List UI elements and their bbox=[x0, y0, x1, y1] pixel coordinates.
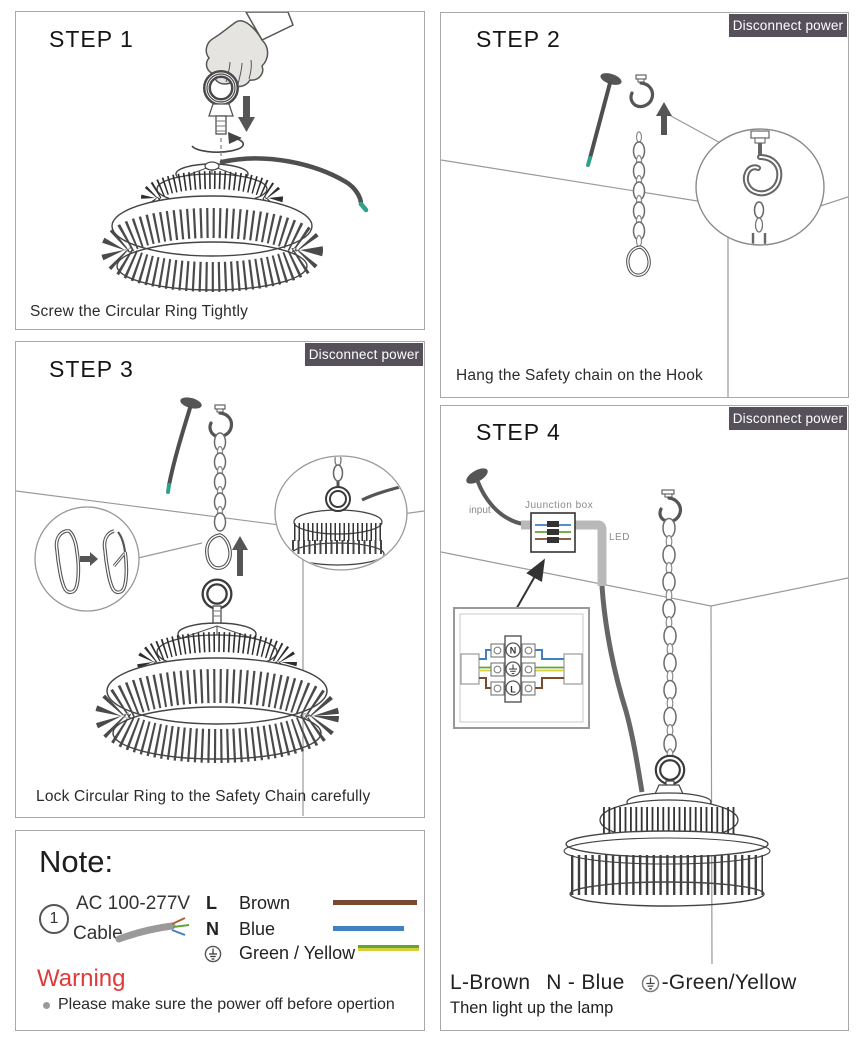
legend-name-greenyellow: Green / Yellow bbox=[239, 943, 356, 963]
step2-illustration bbox=[441, 73, 848, 397]
note-panel: Note: 1 AC 100-277V Cable L Brown N Blue… bbox=[15, 830, 425, 1031]
ceiling-lines bbox=[441, 115, 848, 397]
caption-n-blue: N - Blue bbox=[546, 971, 625, 994]
ceiling-cable bbox=[586, 73, 622, 167]
safety-chain bbox=[632, 131, 646, 248]
terminal-earth-icon bbox=[509, 664, 517, 675]
legend-symbol-L: L bbox=[206, 893, 217, 913]
warning-text: Please make sure the power off before op… bbox=[58, 996, 395, 1013]
greenyellow-wire-line bbox=[358, 945, 419, 951]
up-arrow-icon bbox=[232, 536, 248, 576]
step1-caption: Screw the Circular Ring Tightly bbox=[30, 303, 249, 320]
terminal-l-label: L bbox=[510, 685, 516, 695]
note-number-badge: 1 bbox=[39, 904, 69, 934]
step2-panel: STEP 2 Disconnect power bbox=[440, 12, 849, 398]
input-label: input bbox=[469, 505, 491, 516]
legend-name-brown: Brown bbox=[239, 893, 291, 913]
pointer-arrow-icon bbox=[513, 558, 545, 614]
brown-wire-line bbox=[333, 900, 417, 905]
voltage-label: AC 100-277V bbox=[76, 893, 191, 914]
disconnect-power-badge: Disconnect power bbox=[729, 407, 847, 430]
disconnect-power-badge: Disconnect power bbox=[305, 343, 423, 366]
step3-illustration bbox=[16, 397, 424, 816]
step3-panel: STEP 3 Disconnect power bbox=[15, 341, 425, 818]
caption-l-brown: L-Brown bbox=[450, 971, 531, 994]
step1-illustration bbox=[101, 12, 369, 292]
step4-caption-line2: Then light up the lamp bbox=[450, 999, 614, 1017]
step4-caption-line1: L-Brown N - Blue -Green/Yellow bbox=[450, 971, 797, 995]
safety-chain bbox=[213, 432, 227, 532]
highbay-lamp-top-view bbox=[101, 161, 323, 292]
step1-title: STEP 1 bbox=[49, 26, 134, 52]
note-heading: Note: bbox=[39, 844, 114, 879]
legend-name-blue: Blue bbox=[239, 919, 276, 939]
caption-green-yellow: -Green/Yellow bbox=[661, 971, 797, 994]
input-cable bbox=[466, 468, 525, 526]
note-number: 1 bbox=[49, 910, 59, 927]
legend-symbol-N: N bbox=[206, 919, 219, 939]
warning-row: Please make sure the power off before op… bbox=[43, 996, 395, 1014]
warning-title: Warning bbox=[37, 965, 126, 992]
hook-icon bbox=[208, 404, 234, 439]
terminal-n-label: N bbox=[510, 646, 517, 656]
bullet-icon bbox=[43, 1001, 50, 1009]
step2-title: STEP 2 bbox=[476, 26, 561, 52]
carabiner-icon bbox=[626, 245, 651, 277]
step4-title: STEP 4 bbox=[476, 419, 561, 445]
cable-label: Cable bbox=[73, 923, 123, 944]
down-arrow-icon bbox=[238, 96, 255, 132]
disconnect-power-badge: Disconnect power bbox=[729, 14, 847, 37]
highbay-lamp-with-ring bbox=[95, 578, 339, 763]
step4-panel: STEP 4 Disconnect power bbox=[440, 405, 849, 1031]
safety-chain bbox=[662, 517, 677, 762]
ceiling-cable bbox=[166, 397, 202, 494]
rotation-arrow-icon bbox=[191, 132, 245, 153]
cable-drawing bbox=[115, 917, 190, 943]
wiring-detail-inset: N L bbox=[453, 607, 590, 729]
carabiner-detail-circle bbox=[34, 506, 140, 612]
mains-wire bbox=[521, 520, 607, 586]
hook-icon bbox=[658, 489, 683, 524]
led-label: LED bbox=[609, 532, 630, 543]
hung-lamp-detail-circle bbox=[274, 455, 408, 571]
junction-box bbox=[530, 512, 576, 553]
magnifier-circle bbox=[695, 128, 825, 246]
hook-icon bbox=[629, 74, 655, 109]
earth-icon bbox=[641, 974, 660, 993]
step1-panel: STEP 1 bbox=[15, 11, 425, 330]
step2-caption: Hang the Safety chain on the Hook bbox=[456, 367, 704, 384]
right-arrow-icon bbox=[80, 552, 98, 566]
earth-icon bbox=[204, 945, 222, 963]
step3-caption: Lock Circular Ring to the Safety Chain c… bbox=[36, 788, 371, 805]
step3-title: STEP 3 bbox=[49, 356, 134, 382]
step4-illustration: input Juunction box LED bbox=[441, 468, 848, 965]
hung-highbay-lamp bbox=[563, 754, 771, 907]
blue-wire-line bbox=[333, 926, 404, 931]
junction-box-label: Juunction box bbox=[525, 500, 593, 511]
eye-bolt-icon bbox=[203, 70, 239, 135]
led-wire bbox=[599, 585, 645, 793]
power-cable bbox=[219, 156, 369, 213]
carabiner-icon bbox=[205, 533, 232, 570]
up-arrow-icon bbox=[656, 102, 672, 135]
